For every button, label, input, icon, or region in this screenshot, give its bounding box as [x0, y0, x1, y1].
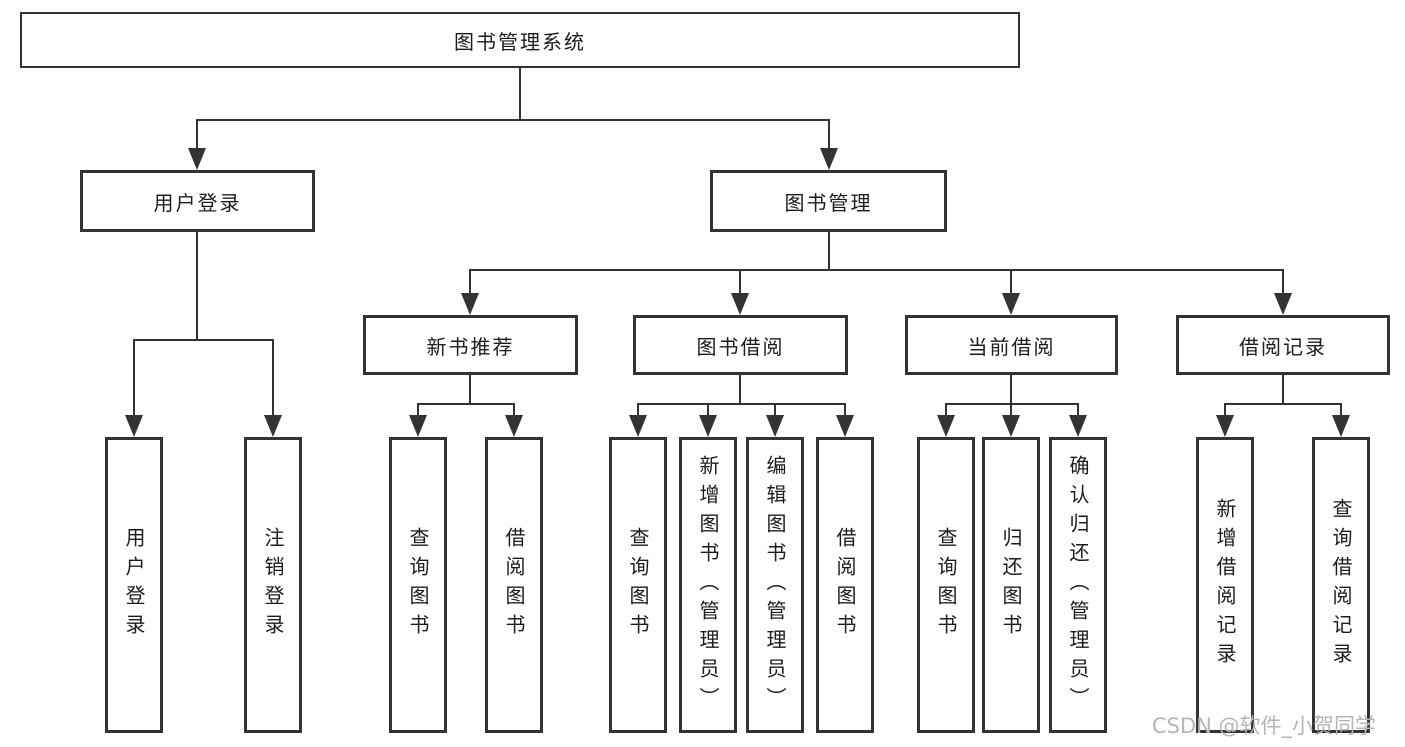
leaf-add-book-admin: 新增图书（管理员） — [679, 437, 737, 733]
node-label: 编辑图书（管理员） — [763, 454, 787, 716]
leaf-confirm-return-admin: 确认归还（管理员） — [1049, 437, 1107, 733]
node-label: 新增图书（管理员） — [696, 454, 720, 716]
connector-segments — [133, 68, 1342, 416]
csdn-watermark: CSDN @软件_小贺同学 — [1152, 714, 1377, 738]
leaf-borrow-books-recommend: 借阅图书 — [485, 437, 543, 733]
leaf-query-borrow-record: 查询借阅记录 — [1312, 437, 1370, 733]
leaf-user-login: 用户登录 — [105, 437, 163, 733]
node-label: 当前借阅 — [967, 334, 1056, 359]
node-borrowing-records: 借阅记录 — [1176, 315, 1390, 375]
node-label: 借阅图书 — [833, 527, 857, 643]
node-label: 查询图书 — [406, 527, 430, 643]
node-current-borrowing: 当前借阅 — [905, 315, 1118, 375]
node-label: 查询图书 — [934, 527, 958, 643]
node-label: 归还图书 — [999, 527, 1023, 643]
node-label: 查询借阅记录 — [1329, 498, 1353, 672]
node-label: 用户登录 — [122, 527, 146, 643]
node-user-login-branch: 用户登录 — [80, 170, 315, 232]
node-new-book-recommendation: 新书推荐 — [363, 315, 578, 375]
leaf-logout: 注销登录 — [244, 437, 302, 733]
node-label: 查询图书 — [626, 527, 650, 643]
node-book-management: 图书管理 — [710, 170, 947, 232]
node-label: 图书管理系统 — [454, 29, 586, 54]
node-label: 注销登录 — [261, 527, 285, 643]
leaf-query-books-current: 查询图书 — [917, 437, 975, 733]
leaf-edit-book-admin: 编辑图书（管理员） — [746, 437, 804, 733]
leaf-add-borrow-record: 新增借阅记录 — [1196, 437, 1254, 733]
node-book-borrowing: 图书借阅 — [633, 315, 848, 375]
leaf-borrow-books-borrowing: 借阅图书 — [816, 437, 874, 733]
node-label: 新增借阅记录 — [1213, 498, 1237, 672]
node-label: 用户登录 — [153, 190, 242, 215]
node-label: 借阅记录 — [1239, 334, 1327, 359]
node-label: 图书借阅 — [696, 334, 785, 359]
leaf-query-books-borrowing: 查询图书 — [609, 437, 667, 733]
leaf-return-book: 归还图书 — [982, 437, 1040, 733]
node-library-management-system: 图书管理系统 — [20, 12, 1020, 68]
node-label: 新书推荐 — [426, 334, 515, 359]
node-label: 图书管理 — [784, 190, 873, 215]
node-label: 借阅图书 — [502, 527, 526, 643]
node-label: 确认归还（管理员） — [1066, 454, 1090, 716]
leaf-query-books-recommend: 查询图书 — [389, 437, 447, 733]
